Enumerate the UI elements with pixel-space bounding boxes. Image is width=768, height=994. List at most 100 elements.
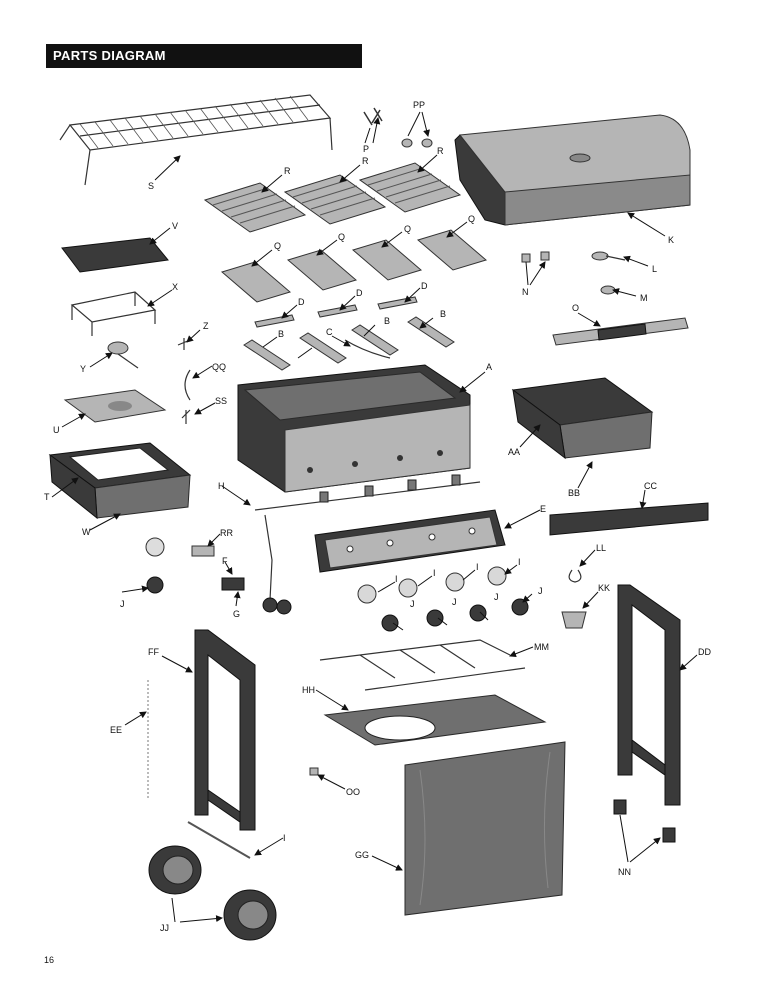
label-r1: R (284, 166, 291, 176)
manifold-h (254, 474, 481, 615)
label-f: F (222, 556, 228, 566)
label-kk: KK (598, 583, 610, 593)
control-panel-e (314, 509, 506, 573)
carry-over-tubes-d (254, 296, 418, 328)
ignitor-rr (191, 545, 215, 557)
warming-rack-s (59, 94, 333, 186)
label-i1: I (395, 574, 398, 584)
label-hh: HH (302, 685, 315, 695)
label-ee: EE (110, 725, 122, 735)
axle-i (187, 821, 251, 859)
label-pp: PP (413, 100, 425, 110)
label-i4: I (518, 557, 521, 567)
grill-lid-k (454, 114, 691, 226)
label-qq: QQ (212, 362, 226, 372)
label-mm: MM (534, 642, 549, 652)
label-o: O (572, 303, 579, 313)
label-m: M (640, 293, 648, 303)
side-burner-y (107, 341, 139, 369)
label-r2: R (362, 156, 369, 166)
hook-ll (568, 569, 582, 583)
side-shelf-v (61, 237, 169, 273)
label-ss: SS (215, 396, 227, 406)
bezel-left (145, 537, 165, 557)
side-shelf-aa (511, 377, 654, 460)
label-w: W (82, 527, 91, 537)
hose-qq (184, 369, 191, 401)
label-a: A (486, 362, 492, 372)
label-ff: FF (148, 647, 159, 657)
label-i-bottom: I (283, 833, 286, 843)
bottom-shelf-hh (323, 694, 547, 746)
label-jj: JJ (160, 923, 169, 933)
brackets-n (521, 251, 550, 263)
label-b1: B (278, 329, 284, 339)
cart-frame-dd (617, 584, 681, 806)
label-v: V (172, 221, 178, 231)
label-t: T (44, 492, 50, 502)
label-oo: OO (346, 787, 360, 797)
wheels-jj (148, 845, 277, 941)
label-nn: NN (618, 867, 631, 877)
valve-f (221, 577, 245, 591)
label-c: C (326, 327, 333, 337)
clip-ss (181, 409, 191, 424)
label-r3: R (437, 146, 444, 156)
label-j2: J (452, 597, 457, 607)
label-h: H (218, 481, 225, 491)
part-labels: S P PP R R R K V Q Q Q Q N L M X D D D O… (44, 100, 711, 933)
label-ll: LL (596, 543, 606, 553)
label-j3: J (494, 592, 499, 602)
label-gg: GG (355, 850, 369, 860)
bezel-m (600, 285, 616, 295)
label-q1: Q (274, 241, 281, 251)
cooking-grate-r2 (283, 174, 387, 225)
fitting-z (177, 338, 191, 350)
label-l: L (652, 264, 657, 274)
heat-tent-q2 (286, 249, 358, 291)
cooking-grate-r3 (358, 162, 462, 213)
heat-tent-q4 (416, 229, 488, 271)
cooking-grate-r1 (203, 182, 307, 233)
label-aa: AA (508, 447, 520, 457)
caps-pp (401, 138, 433, 148)
page-number: 16 (44, 955, 55, 965)
label-j1: J (410, 599, 415, 609)
label-bb: BB (568, 488, 580, 498)
label-u: U (53, 425, 60, 435)
side-burner-frame-t (48, 442, 192, 520)
firebox-a (237, 364, 471, 493)
label-cc: CC (644, 481, 657, 491)
label-q2: Q (338, 232, 345, 242)
label-g: G (233, 609, 240, 619)
burner-tubes-b (243, 316, 455, 371)
knob-left-j (146, 576, 164, 594)
label-b2: B (384, 316, 390, 326)
label-x: X (172, 282, 178, 292)
label-j4: J (538, 586, 543, 596)
label-q4: Q (468, 214, 475, 224)
bezels-i (357, 566, 507, 604)
label-q3: Q (404, 224, 411, 234)
label-n: N (522, 287, 529, 297)
label-i2: I (433, 568, 436, 578)
door-panel-gg (404, 741, 566, 916)
knob-l (591, 251, 626, 261)
rack-x (70, 291, 157, 336)
callout-arrows (51, 112, 698, 922)
label-y: Y (80, 364, 86, 374)
heat-tent-q3 (351, 239, 423, 281)
lid-handle-o (552, 317, 689, 346)
label-z: Z (203, 321, 209, 331)
label-j-left: J (120, 599, 125, 609)
cart-frame-ff (194, 629, 256, 831)
grease-cup-kk (561, 611, 587, 629)
label-i3: I (476, 562, 479, 572)
support-wires-mm (319, 639, 526, 691)
trim-cc (549, 502, 709, 536)
label-rr: RR (220, 528, 233, 538)
label-d3: D (421, 281, 428, 291)
page-title: PARTS DIAGRAM (46, 44, 362, 68)
label-dd: DD (698, 647, 711, 657)
